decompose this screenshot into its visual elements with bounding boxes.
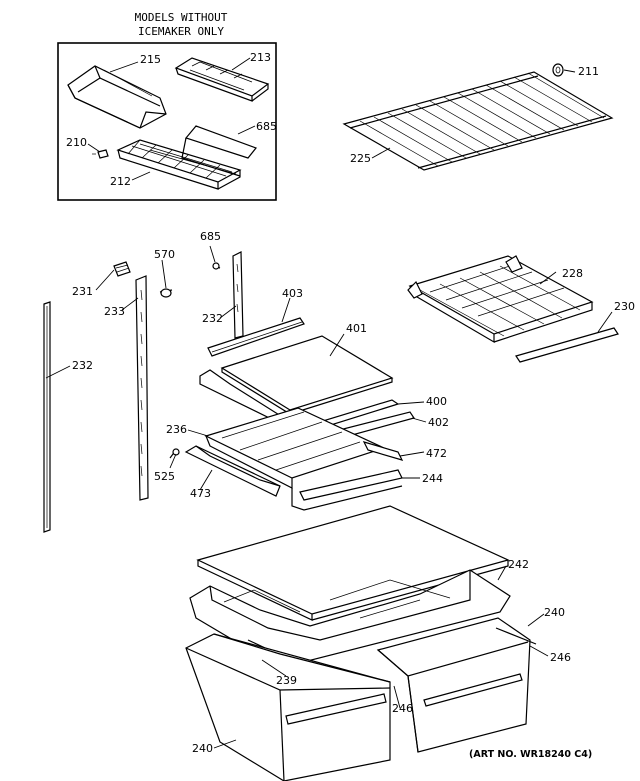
shelf-frame-400 [199, 369, 400, 435]
screw-210-part [92, 149, 109, 159]
screw-570 [159, 288, 173, 298]
drawer-frame-236 [204, 407, 386, 489]
callout-236: 236 [166, 423, 187, 436]
icemaker-inset: MODELS WITHOUT ICEMAKER ONLY [57, 11, 277, 201]
left-rail-232 [43, 301, 51, 533]
callout-210: 210 [66, 136, 87, 149]
top-wire-shelf [342, 63, 614, 171]
art-number: (ART NO. WR18240 C4) [469, 749, 592, 760]
callout-570: 570 [154, 248, 175, 261]
callout-232-left: 232 [72, 359, 93, 372]
ice-rack-part [116, 125, 257, 190]
callout-402: 402 [428, 416, 449, 429]
crisper-drawer-left [185, 633, 391, 781]
wire-shelf-228 [407, 255, 594, 344]
callout-473: 473 [190, 487, 211, 500]
callout-228: 228 [562, 267, 583, 280]
crisper-cover-242 [196, 505, 510, 621]
callout-212: 212 [110, 175, 131, 188]
crisper-drawer-right [376, 617, 537, 753]
callout-403: 403 [282, 287, 303, 300]
callout-525: 525 [154, 470, 175, 483]
callout-230: 230 [614, 300, 635, 313]
screw-685 [212, 262, 221, 270]
inset-title-line1: MODELS WITHOUT [135, 11, 228, 24]
glass-shelf-401 [220, 335, 394, 416]
callout-233: 233 [104, 305, 125, 318]
callout-239: 239 [276, 674, 297, 687]
shelf-frame-403 [207, 317, 305, 357]
callout-246-right: 246 [550, 651, 571, 664]
callout-231: 231 [72, 285, 93, 298]
callout-labels: 215 213 685 210 212 211 225 685 570 231 … [66, 51, 635, 755]
ice-bin-part [67, 65, 167, 129]
callout-240-left: 240 [192, 742, 213, 755]
callout-215: 215 [140, 53, 161, 66]
ice-tray-part [174, 57, 270, 102]
inset-frame [57, 42, 277, 201]
callout-685: 685 [200, 230, 221, 243]
leader-lines [45, 57, 613, 749]
callout-401: 401 [346, 322, 367, 335]
trim-244 [291, 469, 403, 511]
callout-472: 472 [426, 447, 447, 460]
callout-213: 213 [250, 51, 271, 64]
callout-240-right: 240 [544, 606, 565, 619]
inset-title-line2: ICEMAKER ONLY [138, 25, 224, 38]
callout-225: 225 [350, 152, 371, 165]
callout-232-center: 232 [202, 312, 223, 325]
callout-400: 400 [426, 395, 447, 408]
rail-472 [362, 441, 404, 461]
bracket-231 [113, 261, 131, 277]
callout-685-inset: 685 [256, 120, 277, 133]
callout-211: 211 [578, 65, 599, 78]
callout-246-left: 246 [392, 702, 413, 715]
callout-244: 244 [422, 472, 443, 485]
drawer-slide-473 [184, 445, 281, 497]
trim-230 [515, 327, 619, 363]
callout-242: 242 [508, 558, 529, 571]
rail-232-center [232, 251, 244, 339]
rail-233 [135, 275, 149, 501]
